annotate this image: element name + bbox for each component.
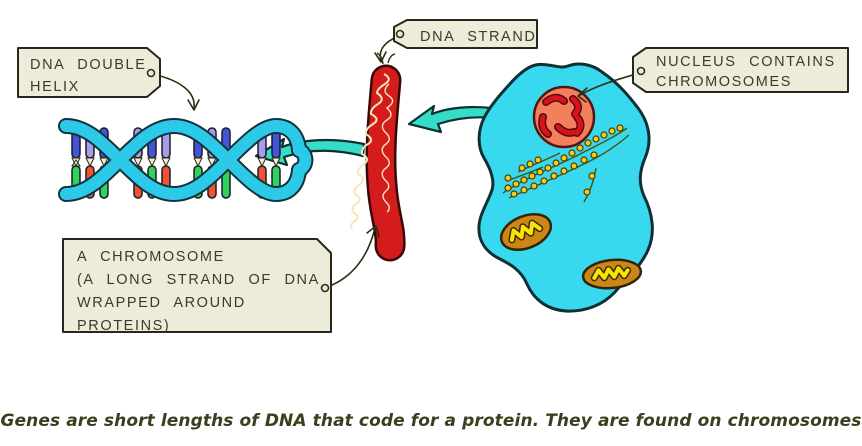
label-tags <box>17 19 849 333</box>
chromosomes-in-nucleus <box>538 93 585 138</box>
teal-arrow-chromosome-to-helix <box>254 137 366 167</box>
tag-dna-strand <box>393 19 538 49</box>
base-pair-feet <box>71 157 281 168</box>
eyelet-icon <box>146 68 156 78</box>
eyelet-icon <box>395 29 405 39</box>
bead-dots <box>504 124 624 198</box>
chromosome-illustration <box>350 52 406 262</box>
tag-nucleus-contains-chromosomes <box>632 47 849 93</box>
bead-strand-illustration <box>502 124 630 203</box>
dna-squiggle-2 <box>381 83 394 213</box>
helix-ribbons <box>58 117 314 203</box>
dna-squiggle <box>350 73 390 230</box>
nucleus-illustration <box>532 85 596 149</box>
tag-dna-double-helix <box>17 47 161 98</box>
cell-illustration <box>477 62 654 313</box>
mitochondrion-2-illustration <box>581 258 643 290</box>
dna-double-helix-illustration <box>58 117 314 203</box>
caption-text: Genes are short lengths of DNA that code… <box>0 411 862 431</box>
eyelet-icon <box>636 66 646 76</box>
eyelet-icon <box>320 283 330 293</box>
connector-chromosome <box>326 227 376 288</box>
tag-eyelets <box>146 29 646 293</box>
tag-a-chromosome <box>62 238 332 333</box>
mitochondrion-1-illustration <box>499 213 553 251</box>
